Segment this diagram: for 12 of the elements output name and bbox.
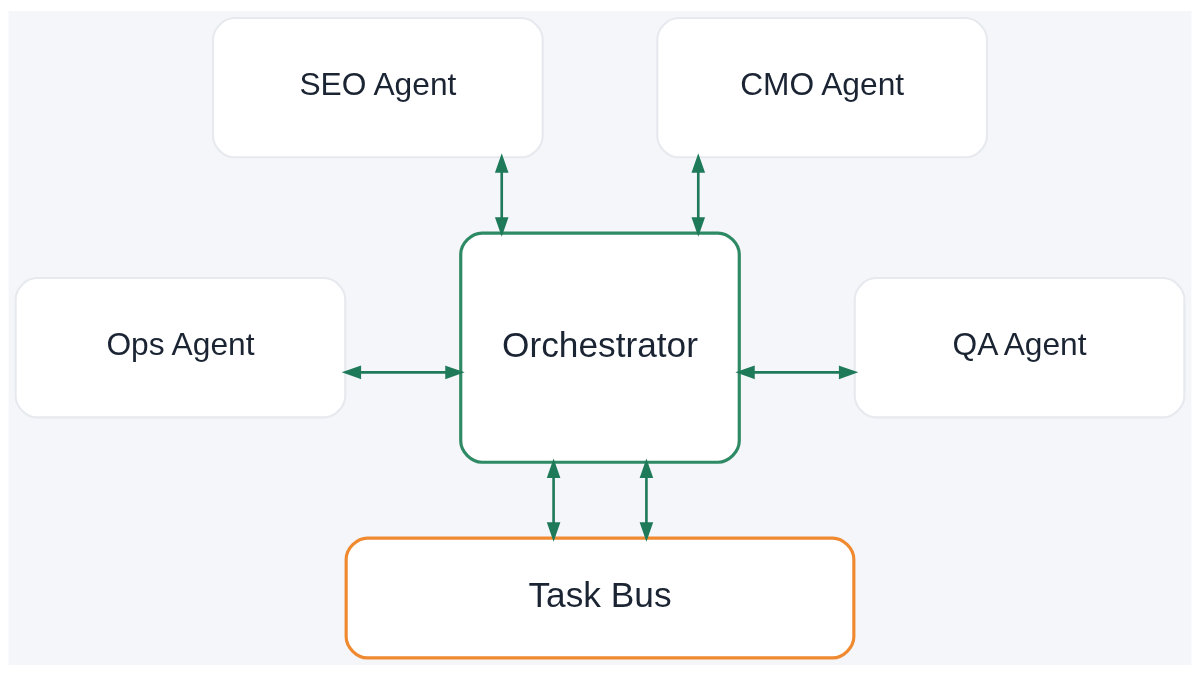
arrow (639, 458, 654, 542)
arrow (546, 458, 561, 542)
node-box: Task Bus (344, 536, 856, 660)
node-box: Orchestrator (459, 231, 741, 464)
node-box: QA Agent (853, 276, 1186, 418)
node-box: CMO Agent (656, 16, 988, 158)
node-box: SEO Agent (212, 16, 544, 158)
arrow (494, 152, 509, 237)
arrow (341, 365, 465, 379)
arrow (691, 152, 706, 237)
arrow (735, 365, 859, 379)
node-box: Ops Agent (14, 276, 347, 418)
